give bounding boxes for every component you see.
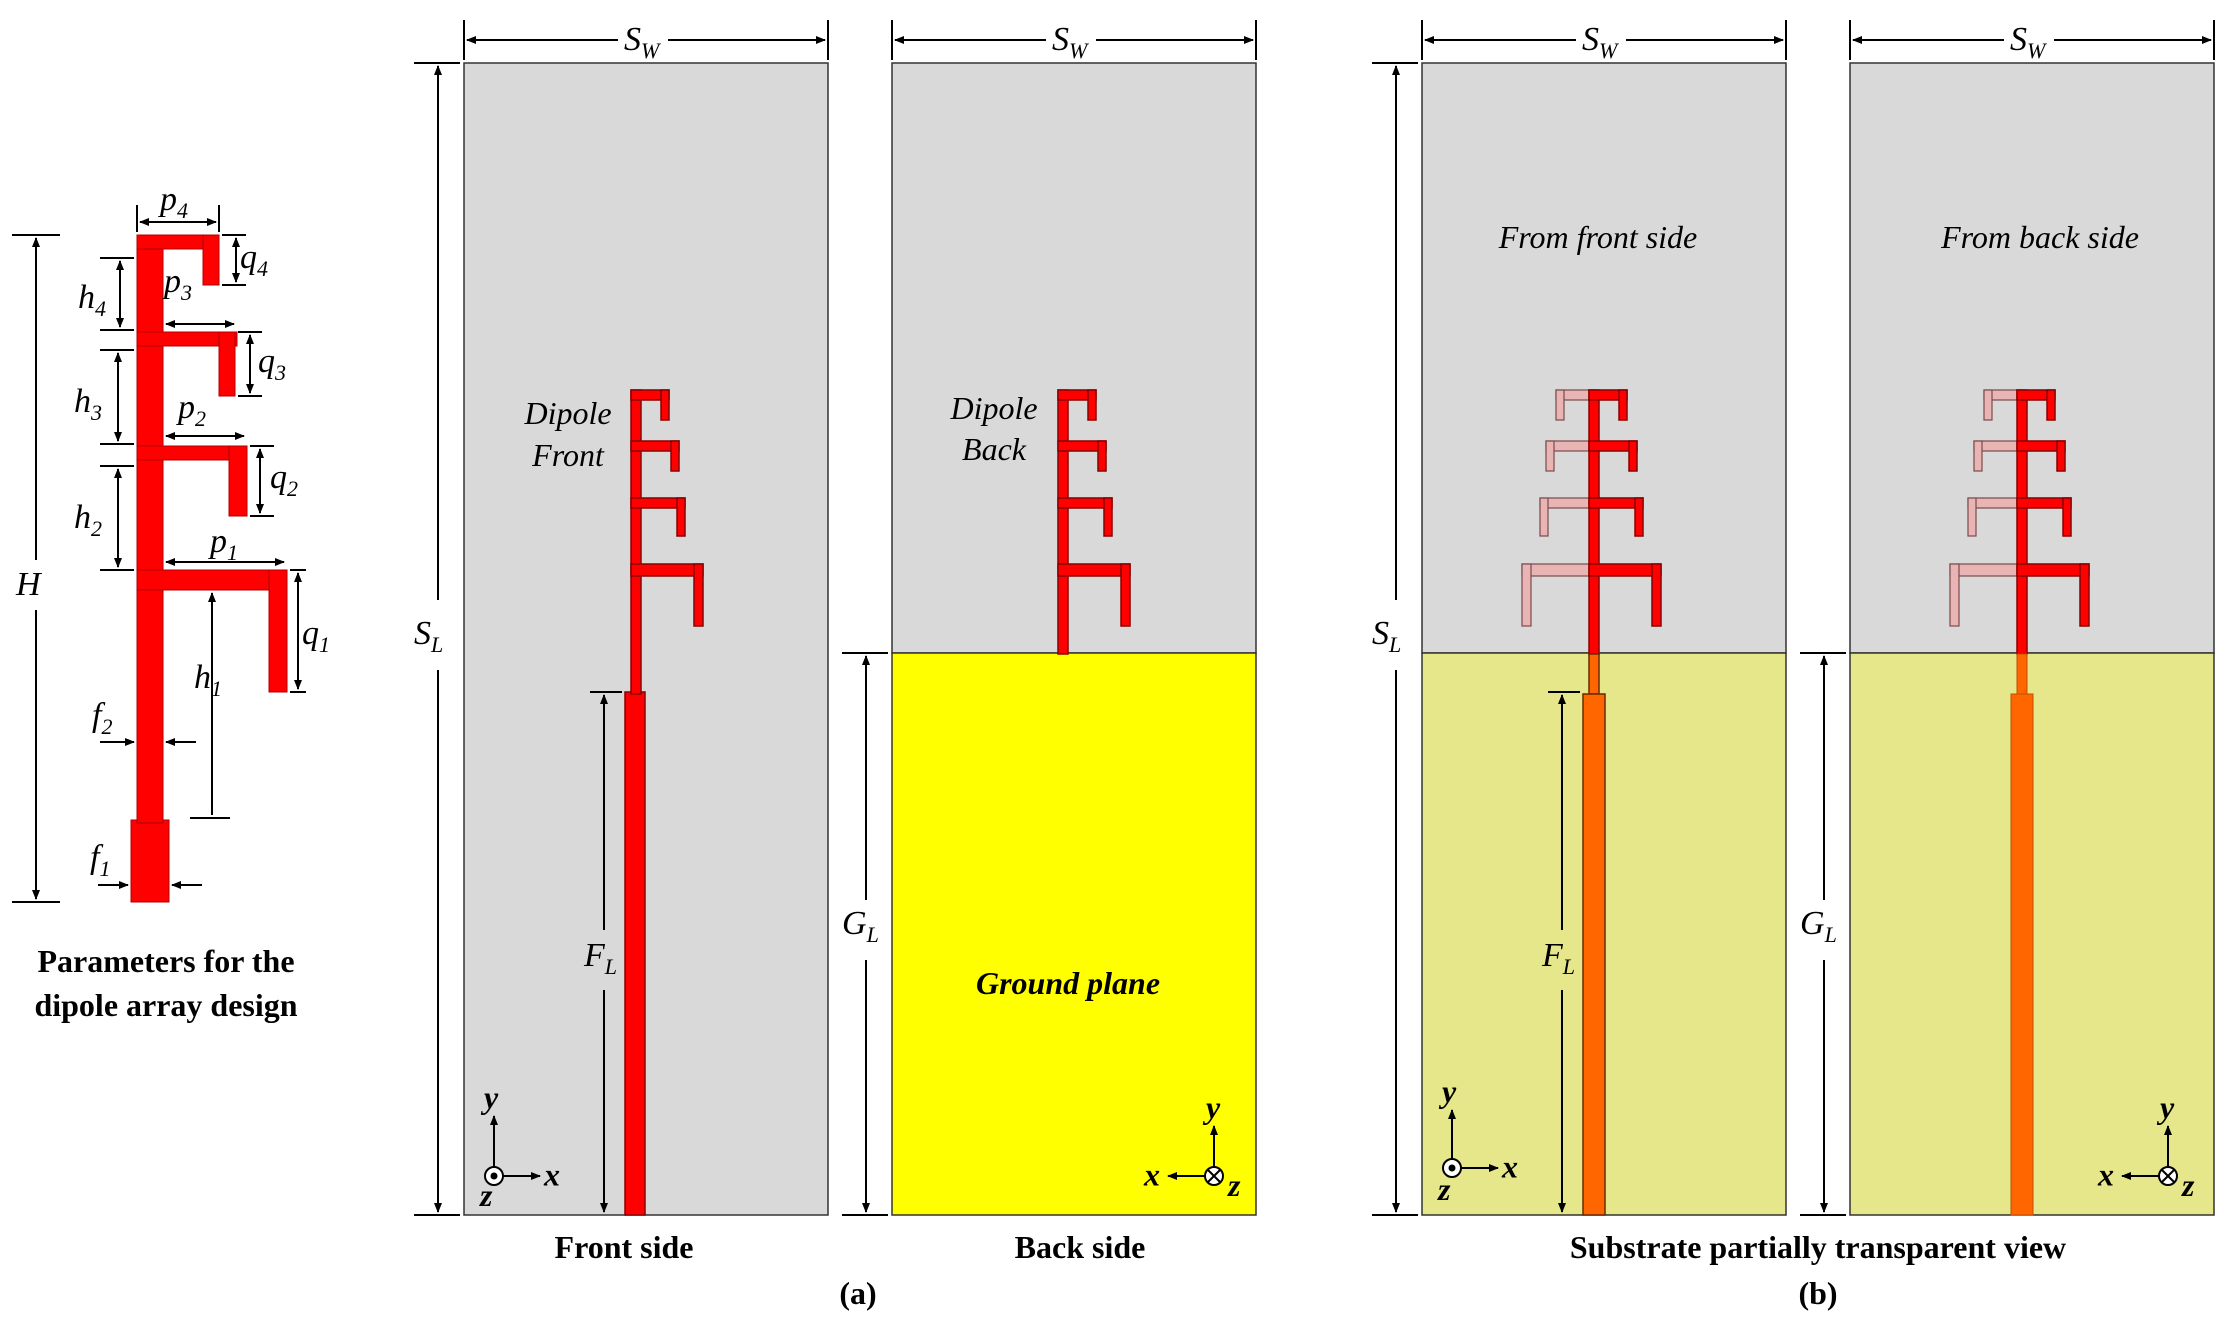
dipole-front-b-front	[1588, 389, 1662, 655]
label-dipole-back-line1: Dipole	[949, 390, 1037, 426]
caption-parameters-line2: dipole array design	[34, 987, 297, 1023]
dipole-back-faded-b-front	[1521, 389, 1595, 627]
dipole-front-a	[624, 389, 704, 1216]
caption-transparent-view: Substrate partially transparent view	[1570, 1229, 2066, 1265]
panel-label-b: (b)	[1798, 1275, 1837, 1311]
dipole-back-b-back	[2016, 389, 2090, 655]
axis-x-label: x	[1143, 1156, 1160, 1192]
label-q4: q4	[240, 239, 268, 281]
panel-b-back: SW GL From back side	[1800, 20, 2215, 1216]
substrate-b-front	[1421, 62, 1787, 654]
dipole-parameter-shape	[130, 234, 288, 903]
label-SW-b-front: SW	[1582, 21, 1619, 63]
label-f1: f1	[90, 839, 110, 881]
label-p3: p3	[162, 263, 192, 305]
label-from-back-side: From back side	[1940, 219, 2139, 255]
label-f2: f2	[92, 697, 112, 739]
label-dipole-back-line2: Back	[962, 431, 1027, 467]
axis-y-label: y	[2156, 1089, 2175, 1125]
axis-x-label: x	[2097, 1156, 2114, 1192]
panel-a-back: SW GL Dipole Back Ground plane y x	[842, 20, 1257, 1265]
caption-front-side: Front side	[555, 1229, 694, 1265]
label-SL-b: SL	[1372, 615, 1401, 657]
label-SW-b-back: SW	[2010, 21, 2047, 63]
axis-y-label: y	[480, 1079, 499, 1115]
label-q2: q2	[270, 459, 298, 501]
axis-triad-b-front: y x z	[1437, 1073, 1518, 1207]
parameter-diagram: H p4 q4 h4 p3 q3 h3 p2	[12, 181, 330, 1023]
panel-a-front: SW SL Dipole Front FL y	[414, 20, 829, 1265]
label-ground-plane: Ground plane	[976, 965, 1160, 1001]
substrate-front	[463, 62, 829, 1216]
label-SW-a-front: SW	[624, 21, 661, 63]
axis-x-label: x	[1501, 1148, 1518, 1184]
label-FL-b: FL	[1541, 937, 1575, 979]
label-dipole-front-line2: Front	[531, 437, 605, 473]
ground-plane	[891, 652, 1257, 1216]
label-GL-b: GL	[1800, 905, 1837, 947]
label-from-front-side: From front side	[1498, 219, 1698, 255]
feed-line-b-back	[2010, 653, 2034, 1216]
axis-z-label: z	[1227, 1167, 1241, 1203]
substrate-b-back	[1849, 62, 2215, 654]
label-h3: h3	[74, 383, 102, 425]
label-SW-a-back: SW	[1052, 21, 1089, 63]
axis-z-label: z	[2181, 1167, 2195, 1203]
label-h1: h1	[194, 659, 222, 701]
label-q1: q1	[302, 615, 330, 657]
panel-label-a: (a)	[839, 1275, 876, 1311]
label-GL-a: GL	[842, 905, 879, 947]
label-p4: p4	[158, 181, 188, 223]
substrate-back	[891, 62, 1257, 654]
label-p2: p2	[176, 389, 206, 431]
feed-line-b-front	[1582, 653, 1606, 1216]
axis-y-label: y	[1202, 1089, 1221, 1125]
label-h2: h2	[74, 499, 102, 541]
axis-x-label: x	[543, 1156, 560, 1192]
panel-b-front: SW SL From front side	[1372, 20, 1787, 1216]
label-dipole-front-line1: Dipole	[523, 395, 611, 431]
label-FL-a: FL	[583, 937, 617, 979]
label-h4: h4	[78, 279, 106, 321]
axis-z-label: z	[1437, 1171, 1451, 1207]
caption-parameters-line1: Parameters for the	[37, 943, 294, 979]
axis-triad-a-back: y x z	[1143, 1089, 1241, 1203]
caption-back-side: Back side	[1015, 1229, 1146, 1265]
label-H: H	[15, 566, 43, 603]
axis-triad-a-front: y x z	[479, 1079, 560, 1213]
dipole-back-a	[1057, 389, 1131, 655]
axis-triad-b-back: y x z	[2097, 1089, 2195, 1203]
label-SL-a: SL	[414, 615, 443, 657]
axis-y-label: y	[1438, 1073, 1457, 1109]
axis-z-label: z	[479, 1177, 493, 1213]
label-q3: q3	[258, 343, 286, 385]
label-p1: p1	[208, 523, 238, 565]
